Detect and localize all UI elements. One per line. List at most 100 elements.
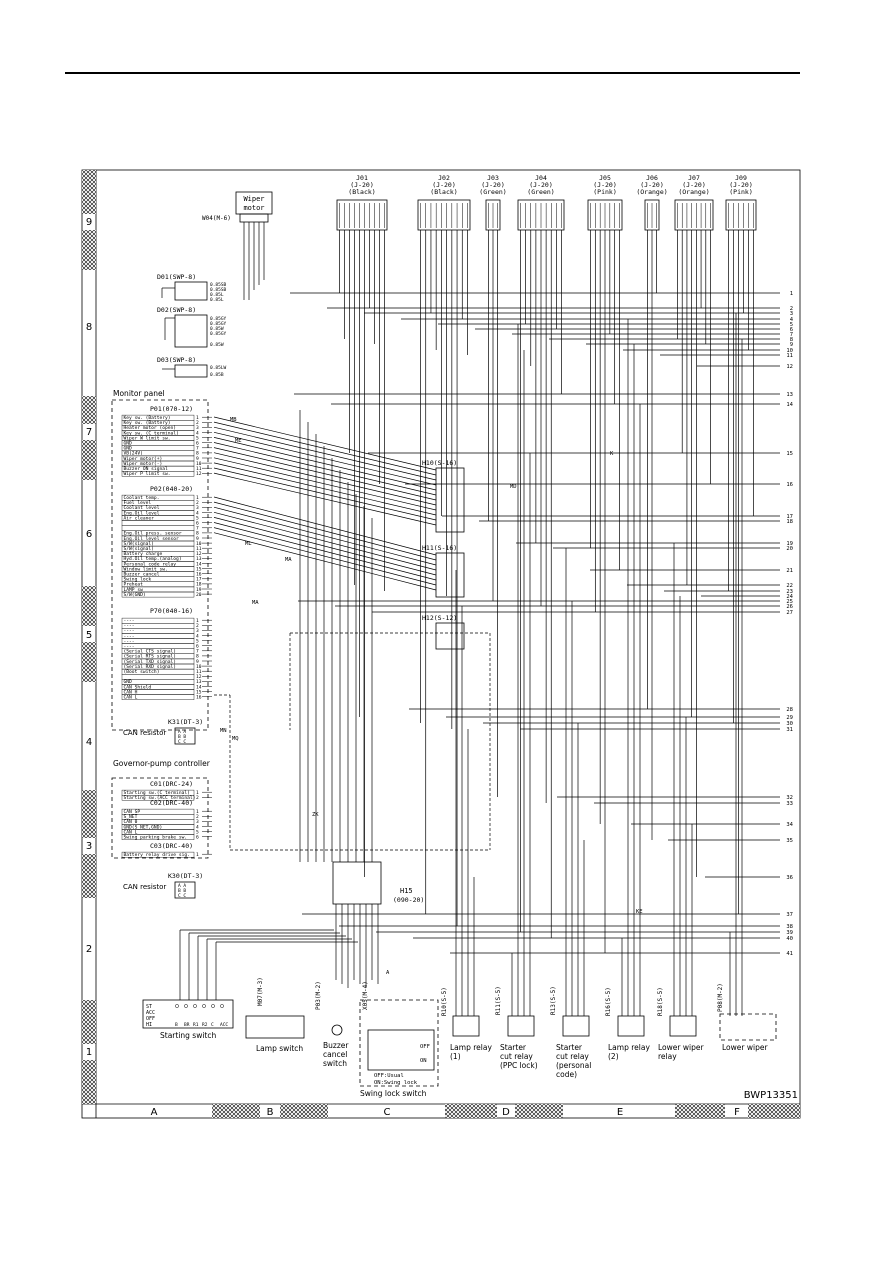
svg-text:CAN H: CAN H	[124, 689, 138, 695]
diode-d03-label: D03(SWP-8)	[157, 356, 196, 364]
svg-text:34: 34	[786, 822, 793, 828]
svg-text:(Green): (Green)	[479, 188, 506, 196]
svg-text:MD: MD	[510, 484, 517, 490]
svg-text:9: 9	[790, 342, 793, 348]
svg-text:10: 10	[196, 541, 202, 547]
svg-text:0.85L: 0.85L	[210, 292, 224, 298]
row-label-1: 1	[86, 1047, 92, 1058]
svg-text:CAN 0: CAN 0	[124, 819, 138, 825]
svg-text:OFF: OFF	[420, 1044, 430, 1050]
connector-j09: J09(J-20)(Pink)	[725, 174, 757, 231]
svg-text:MQ: MQ	[232, 736, 239, 742]
svg-text:(personal: (personal	[556, 1061, 591, 1070]
p70-label: P70(040-16)	[150, 607, 193, 615]
svg-text:6: 6	[196, 441, 199, 447]
p01-label: P01(070-12)	[150, 405, 193, 413]
wiper-motor: Wiper motor W04(M-6)	[202, 191, 273, 300]
svg-text:Preheat: Preheat	[124, 582, 144, 588]
svg-text:14: 14	[196, 561, 202, 567]
svg-text:(Serial RTS signal): (Serial RTS signal)	[124, 654, 177, 660]
svg-text:R11(S-5): R11(S-5)	[495, 986, 502, 1015]
svg-text:(J-20): (J-20)	[529, 181, 552, 189]
svg-text:(Orange): (Orange)	[678, 188, 709, 196]
buzzer-cancel-switch: P03(M-2) Buzzer cancel switch	[315, 981, 349, 1068]
svg-text:9: 9	[196, 536, 199, 542]
svg-text:MN: MN	[220, 728, 227, 734]
svg-text:Starting sw.(ACC terminal): Starting sw.(ACC terminal)	[124, 795, 196, 801]
top-connectors: J01(J-20)(Black)J02(J-20)(Black)J03(J-20…	[336, 174, 757, 231]
svg-text:OFF:Usual: OFF:Usual	[374, 1073, 404, 1079]
svg-text:J05: J05	[599, 174, 611, 182]
svg-text:----: ----	[124, 624, 135, 629]
svg-text:23: 23	[786, 589, 793, 595]
svg-text:16: 16	[196, 695, 202, 701]
col-label-e: E	[617, 1107, 623, 1118]
svg-text:S/W(signal): S/W(signal)	[124, 541, 154, 547]
svg-text:6: 6	[790, 327, 793, 333]
inline-h11: H11(S-16)	[422, 544, 465, 598]
svg-text:11: 11	[196, 669, 202, 675]
svg-text:C01(DRC-24): C01(DRC-24)	[150, 780, 193, 788]
svg-text:KE: KE	[636, 909, 643, 915]
svg-text:R1: R1	[193, 1022, 199, 1028]
svg-text:2: 2	[196, 814, 199, 820]
svg-text:12: 12	[196, 551, 202, 557]
svg-text:5: 5	[790, 322, 793, 328]
relay-r10: R10(S-5) Lamp relay (1)	[441, 987, 492, 1061]
svg-text:S/W(signal): S/W(signal)	[124, 546, 154, 552]
svg-text:0.85L: 0.85L	[210, 297, 224, 303]
wire-labels: MB ME MD ML MA MA MN MQ ZK K A KE	[220, 417, 643, 976]
svg-text:GND(S_NET,GND): GND(S_NET,GND)	[124, 824, 163, 830]
svg-text:4: 4	[196, 633, 199, 639]
svg-text:C02(DRC-40): C02(DRC-40)	[150, 799, 193, 807]
svg-text:B B: B B	[178, 888, 186, 894]
svg-text:R13(S-5): R13(S-5)	[550, 986, 557, 1015]
svg-text:S_NET: S_NET	[124, 814, 138, 820]
svg-text:3: 3	[196, 628, 199, 634]
svg-text:(2): (2)	[608, 1052, 619, 1061]
svg-text:MA: MA	[252, 600, 259, 606]
svg-text:28: 28	[786, 707, 793, 713]
svg-text:39: 39	[786, 930, 793, 936]
svg-text:4: 4	[196, 824, 199, 830]
svg-text:----: ----	[124, 629, 135, 634]
inline-h12: H12(S-12)	[422, 614, 465, 650]
connector-j07: J07(J-20)(Orange)	[674, 174, 714, 231]
col-label-b: B	[267, 1107, 274, 1118]
svg-text:4: 4	[196, 510, 199, 516]
svg-text:25: 25	[786, 599, 793, 605]
svg-text:(J-20): (J-20)	[481, 181, 504, 189]
lamp-switch-label: Lamp switch	[256, 1044, 303, 1053]
svg-text:9: 9	[196, 456, 199, 462]
svg-text:M07(M-3): M07(M-3)	[257, 977, 264, 1006]
svg-text:Fuel level: Fuel level	[124, 500, 152, 506]
svg-text:10: 10	[196, 461, 202, 467]
svg-text:8: 8	[790, 337, 793, 343]
svg-text:6: 6	[196, 644, 199, 650]
relay-r16: R16(S-5) Lamp relay (2)	[605, 987, 650, 1061]
svg-text:7: 7	[196, 649, 199, 655]
svg-text:Wiper motor(+): Wiper motor(+)	[124, 456, 163, 462]
svg-text:(090-20): (090-20)	[393, 896, 424, 904]
svg-text:(J-20): (J-20)	[432, 181, 455, 189]
svg-text:Swing parking brake sw.: Swing parking brake sw.	[124, 835, 188, 841]
svg-text:Lamp relay: Lamp relay	[608, 1043, 650, 1052]
svg-text:31: 31	[786, 727, 793, 733]
row-label-4: 4	[86, 737, 92, 748]
svg-text:26: 26	[786, 604, 793, 610]
svg-text:1: 1	[196, 415, 199, 421]
connector-j04: J04(J-20)(Green)	[517, 174, 565, 231]
svg-text:GND: GND	[124, 446, 133, 452]
connector-j05: J05(J-20)(Pink)	[587, 174, 623, 231]
svg-text:B B: B B	[178, 734, 186, 740]
svg-text:(1): (1)	[450, 1052, 461, 1061]
svg-text:1: 1	[790, 291, 793, 297]
row-label-8: 8	[86, 322, 92, 333]
svg-text:35: 35	[786, 838, 793, 844]
svg-text:8: 8	[196, 531, 199, 537]
svg-text:Coolant temp.: Coolant temp.	[124, 495, 160, 501]
svg-text:OFF: OFF	[146, 1016, 155, 1022]
svg-text:12: 12	[196, 471, 202, 477]
svg-text:2: 2	[196, 795, 199, 801]
svg-text:B: B	[175, 1022, 178, 1028]
